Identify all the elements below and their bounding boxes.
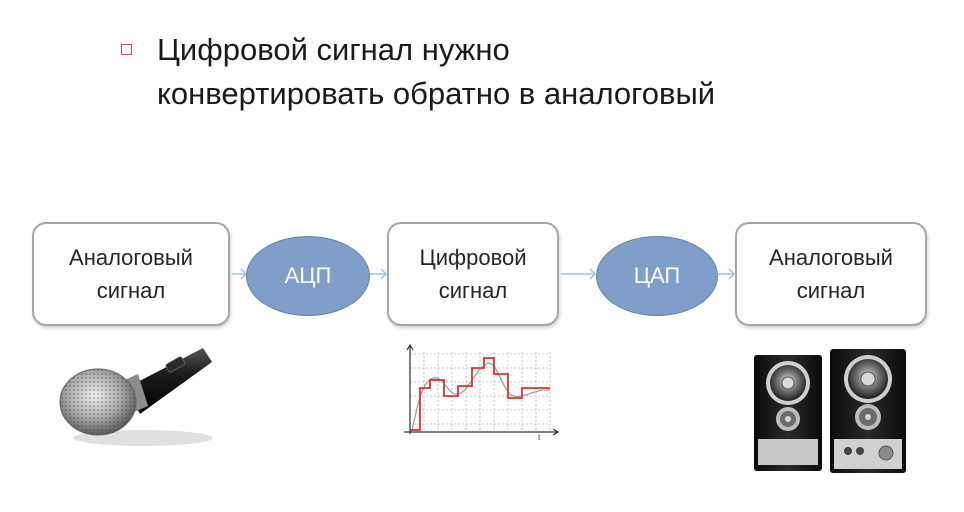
- title-line-2: конвертировать обратно в аналоговый: [157, 76, 716, 111]
- adc-node: АЦП: [246, 236, 370, 316]
- digital-signal-box: Цифровой сигнал: [387, 222, 559, 326]
- analog-output-line2: сигнал: [796, 278, 866, 303]
- arrow-right-icon: [718, 268, 736, 280]
- analog-output-line1: Аналоговый: [769, 245, 893, 270]
- speakers-icon: [754, 349, 906, 473]
- analog-input-line1: Аналоговый: [69, 245, 193, 270]
- dac-node: ЦАП: [596, 236, 718, 316]
- analog-input-box: Аналоговый сигнал: [32, 222, 230, 326]
- bullet-marker-icon: [121, 44, 132, 55]
- slide-title: Цифровой сигнал нужно конвертировать обр…: [157, 28, 715, 116]
- time-axis-label: t: [538, 433, 541, 442]
- title-line-1: Цифровой сигнал нужно: [157, 32, 510, 67]
- analog-output-box: Аналоговый сигнал: [735, 222, 927, 326]
- arrow-right-icon: [370, 268, 388, 280]
- dac-label: ЦАП: [633, 263, 681, 288]
- signal-graph-icon: t: [404, 344, 560, 442]
- microphone-icon: [59, 348, 213, 446]
- adc-label: АЦП: [284, 263, 332, 288]
- digital-line1: Цифровой: [419, 245, 527, 270]
- digital-line2: сигнал: [438, 278, 508, 303]
- arrow-right-icon: [561, 268, 597, 280]
- analog-input-line2: сигнал: [96, 278, 166, 303]
